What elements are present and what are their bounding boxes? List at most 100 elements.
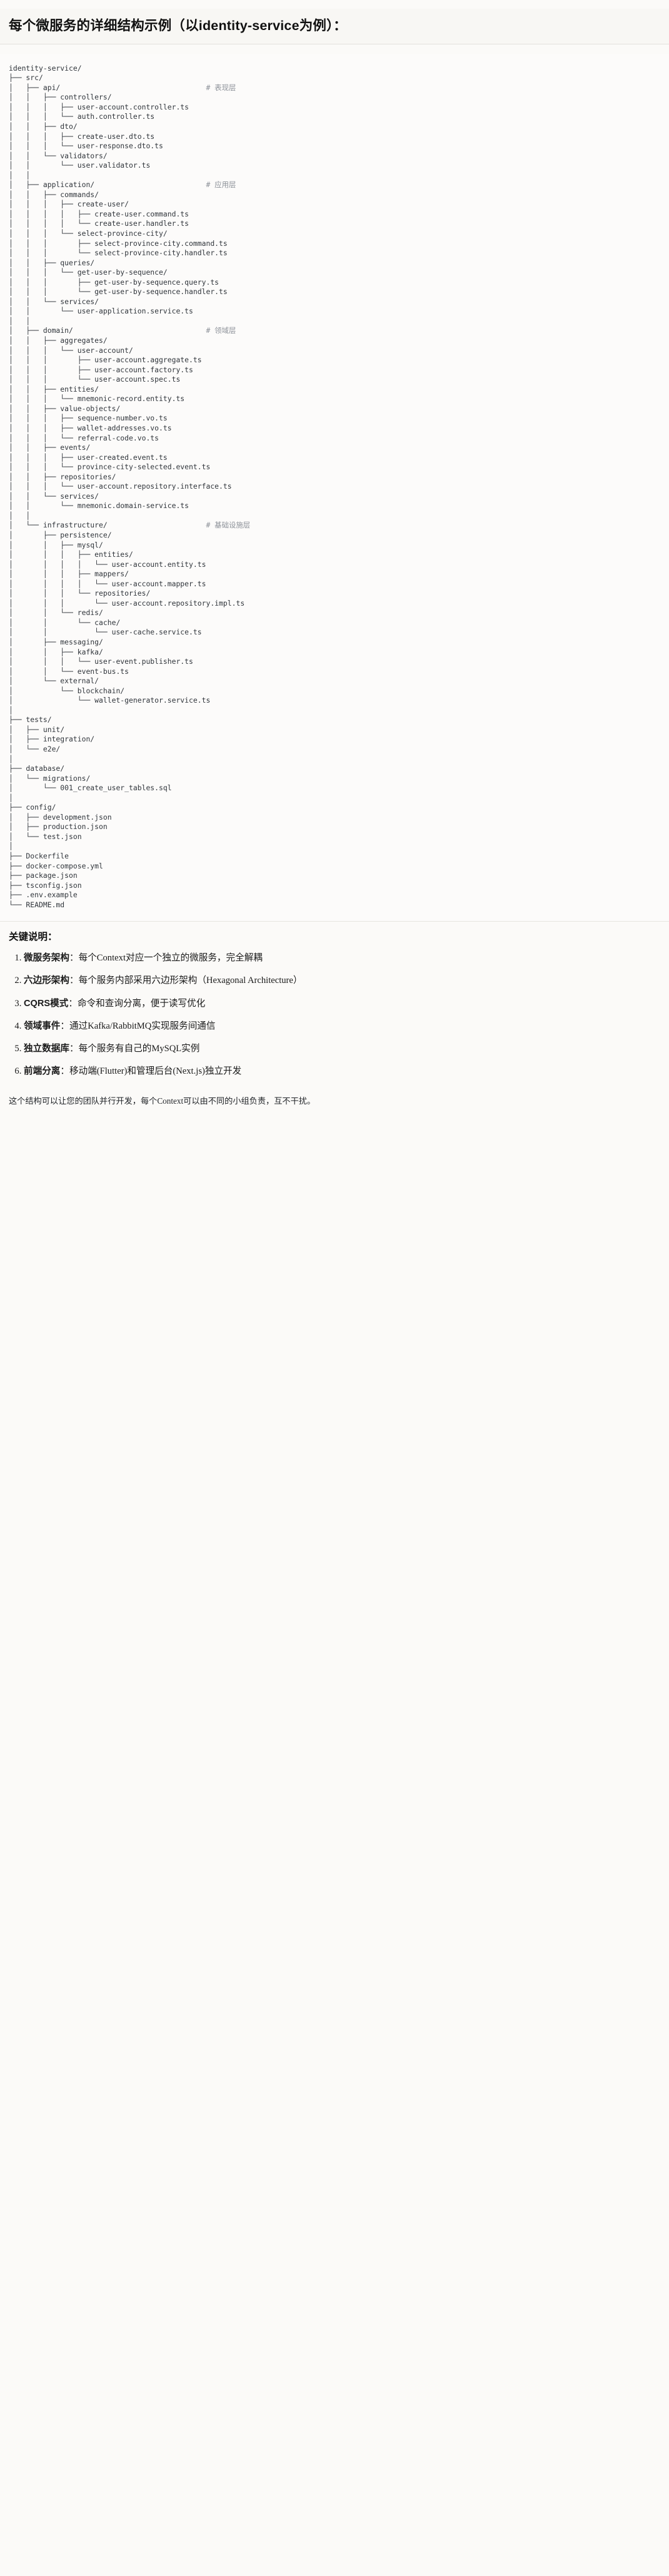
tree-line-text: ├── tests/ [9, 715, 52, 725]
tree-line: │ │ │ ├── user-account.controller.ts [9, 103, 660, 113]
tree-line: │ [9, 793, 660, 803]
tree-line-text: │ │ │ └── referral-code.vo.ts [9, 433, 159, 442]
tree-line: ├── Dockerfile [9, 852, 660, 862]
key-notes-list: 微服务架构：每个Context对应一个独立的微服务，完全解耦六边形架构：每个服务… [9, 952, 660, 1078]
tree-line-text: │ │ └── services/ [9, 491, 99, 501]
key-note-item: 独立数据库：每个服务有自己的MySQL实例 [24, 1042, 660, 1056]
closing-paragraph: 这个结构可以让您的团队并行开发，每个Context可以由不同的小组负责，互不干扰… [9, 1096, 316, 1106]
tree-line-text: ├── package.json [9, 871, 78, 880]
tree-line: │ │ │ ├── entities/ [9, 550, 660, 560]
tree-line-text: │ │ └── redis/ [9, 608, 103, 618]
tree-line-text: │ │ │ │ └── user-account.mapper.ts [9, 579, 206, 588]
tree-line: │ │ [9, 317, 660, 327]
tree-line-comment: # 应用层 [206, 180, 236, 190]
tree-line-text: │ │ ├── entities/ [9, 384, 99, 394]
tree-line: │ └── external/ [9, 676, 660, 686]
tree-line: identity-service/ [9, 64, 660, 74]
tree-line: │ │ ├── value-objects/ [9, 404, 660, 414]
tree-line-text: │ │ ├── value-objects/ [9, 404, 121, 413]
tree-line: │ ├── production.json [9, 822, 660, 832]
tree-line-text: │ │ │ └── user-event.publisher.ts [9, 657, 193, 666]
tree-line: │ │ │ └── province-city-selected.event.t… [9, 462, 660, 472]
tree-line-text: │ │ └── user-application.service.ts [9, 307, 193, 316]
tree-line-text: │ ├── api/ [9, 83, 61, 92]
tree-line: │ │ │ ├── user-account.factory.ts [9, 365, 660, 375]
tree-line: │ └── e2e/ [9, 745, 660, 755]
tree-line-text: │ ├── application/ [9, 180, 95, 190]
tree-line-text: │ [9, 842, 13, 851]
tree-line-text: │ [9, 705, 13, 715]
tree-line-text: │ │ │ ├── wallet-addresses.vo.ts [9, 423, 172, 432]
tree-line: │ [9, 755, 660, 765]
tree-line: │ └── test.json [9, 832, 660, 842]
tree-line-text: ├── docker-compose.yml [9, 861, 103, 870]
tree-line: │ │ │ ├── mappers/ [9, 569, 660, 579]
key-notes-section: 关键说明： 微服务架构：每个Context对应一个独立的微服务，完全解耦六边形架… [0, 922, 669, 1091]
tree-line: │ │ │ └── user-account.repository.interf… [9, 482, 660, 492]
tree-line-comment: # 基础设施层 [206, 521, 251, 530]
tree-line-text: │ │ [9, 511, 31, 520]
tree-line: │ │ │ ├── create-user.dto.ts [9, 132, 660, 142]
tree-line-pad [108, 521, 206, 529]
key-notes-heading: 关键说明： [9, 932, 58, 943]
tree-line: │ │ ├── dto/ [9, 122, 660, 132]
key-note-term: 六边形架构 [24, 975, 69, 986]
tree-line-text: │ │ │ ├── user-account.controller.ts [9, 102, 189, 111]
key-note-description: 每个服务有自己的MySQL实例 [78, 1043, 200, 1054]
tree-line-text: │ ├── unit/ [9, 725, 65, 734]
tree-line-text: │ │ │ └── repositories/ [9, 589, 151, 598]
tree-line-text: │ │ │ └── user-account/ [9, 345, 133, 355]
tree-line: ├── .env.example [9, 890, 660, 900]
tree-line-text: │ │ │ ├── mappers/ [9, 569, 129, 579]
tree-line: │ │ ├── entities/ [9, 385, 660, 395]
tree-line-text: │ [9, 754, 13, 763]
tree-line: │ └── blockchain/ [9, 686, 660, 696]
tree-line: │ └── 001_create_user_tables.sql [9, 783, 660, 793]
tree-line-text: ├── config/ [9, 803, 56, 812]
tree-line: ├── docker-compose.yml [9, 862, 660, 872]
tree-line-text: │ │ │ ├── entities/ [9, 550, 133, 559]
tree-line: │ │ │ └── user-account.repository.impl.t… [9, 599, 660, 609]
directory-tree: identity-service/├── src/│ ├── api/ # 表现… [9, 64, 660, 910]
key-note-term: 前端分离 [24, 1066, 61, 1077]
tree-line: │ │ │ ├── user-created.event.ts [9, 453, 660, 463]
key-note-item: CQRS模式：命令和查询分离，便于读写优化 [24, 997, 660, 1011]
tree-line: │ │ │ └── user-account.spec.ts [9, 375, 660, 385]
tree-line: │ │ └── mnemonic.domain-service.ts [9, 501, 660, 511]
tree-line: ├── config/ [9, 803, 660, 813]
tree-line: │ │ │ └── mnemonic-record.entity.ts [9, 394, 660, 404]
tree-line: │ │ ├── queries/ [9, 258, 660, 268]
tree-line-text: │ └── 001_create_user_tables.sql [9, 783, 172, 793]
tree-line: ├── tsconfig.json [9, 881, 660, 891]
tree-line-text: │ │ [9, 316, 31, 325]
tree-line-text: │ │ │ ├── sequence-number.vo.ts [9, 414, 168, 423]
tree-line: │ │ └── services/ [9, 492, 660, 502]
tree-line-pad [94, 180, 206, 189]
tree-line-text: │ │ ├── repositories/ [9, 472, 116, 481]
page-title: 每个微服务的详细结构示例（以identity-service为例）： [0, 9, 669, 45]
tree-line-text: │ │ │ │ ├── create-user.command.ts [9, 209, 189, 218]
tree-line: ├── src/ [9, 73, 660, 83]
tree-line: │ │ │ └── repositories/ [9, 589, 660, 599]
tree-line: │ │ ├── commands/ [9, 190, 660, 200]
tree-line: │ └── wallet-generator.service.ts [9, 696, 660, 706]
tree-line: │ ├── development.json [9, 813, 660, 823]
tree-line-text: │ │ │ ├── create-user/ [9, 200, 129, 209]
tree-line-pad [60, 83, 206, 92]
tree-line: │ │ │ ├── user-account.aggregate.ts [9, 355, 660, 365]
tree-line: │ ├── api/ # 表现层 [9, 83, 660, 93]
tree-line-pad [73, 326, 206, 335]
tree-line-text: │ │ │ └── province-city-selected.event.t… [9, 462, 211, 472]
tree-line-text: │ ├── domain/ [9, 326, 73, 335]
key-note-item: 领域事件：通过Kafka/RabbitMQ实现服务间通信 [24, 1020, 660, 1033]
tree-line-text: │ │ ├── commands/ [9, 190, 99, 199]
tree-line: │ │ │ │ └── create-user.handler.ts [9, 219, 660, 229]
tree-line: │ │ │ ├── get-user-by-sequence.query.ts [9, 278, 660, 288]
tree-line-comment: # 领域层 [206, 326, 236, 335]
tree-line-text: │ │ └── user-cache.service.ts [9, 628, 202, 637]
tree-line: │ │ └── redis/ [9, 608, 660, 618]
key-note-item: 六边形架构：每个服务内部采用六边形架构（Hexagonal Architectu… [24, 974, 660, 987]
tree-line: │ │ └── user-cache.service.ts [9, 628, 660, 638]
tree-line-text: │ │ │ ├── select-province-city.command.t… [9, 238, 228, 248]
tree-line-text: │ │ └── cache/ [9, 618, 121, 627]
